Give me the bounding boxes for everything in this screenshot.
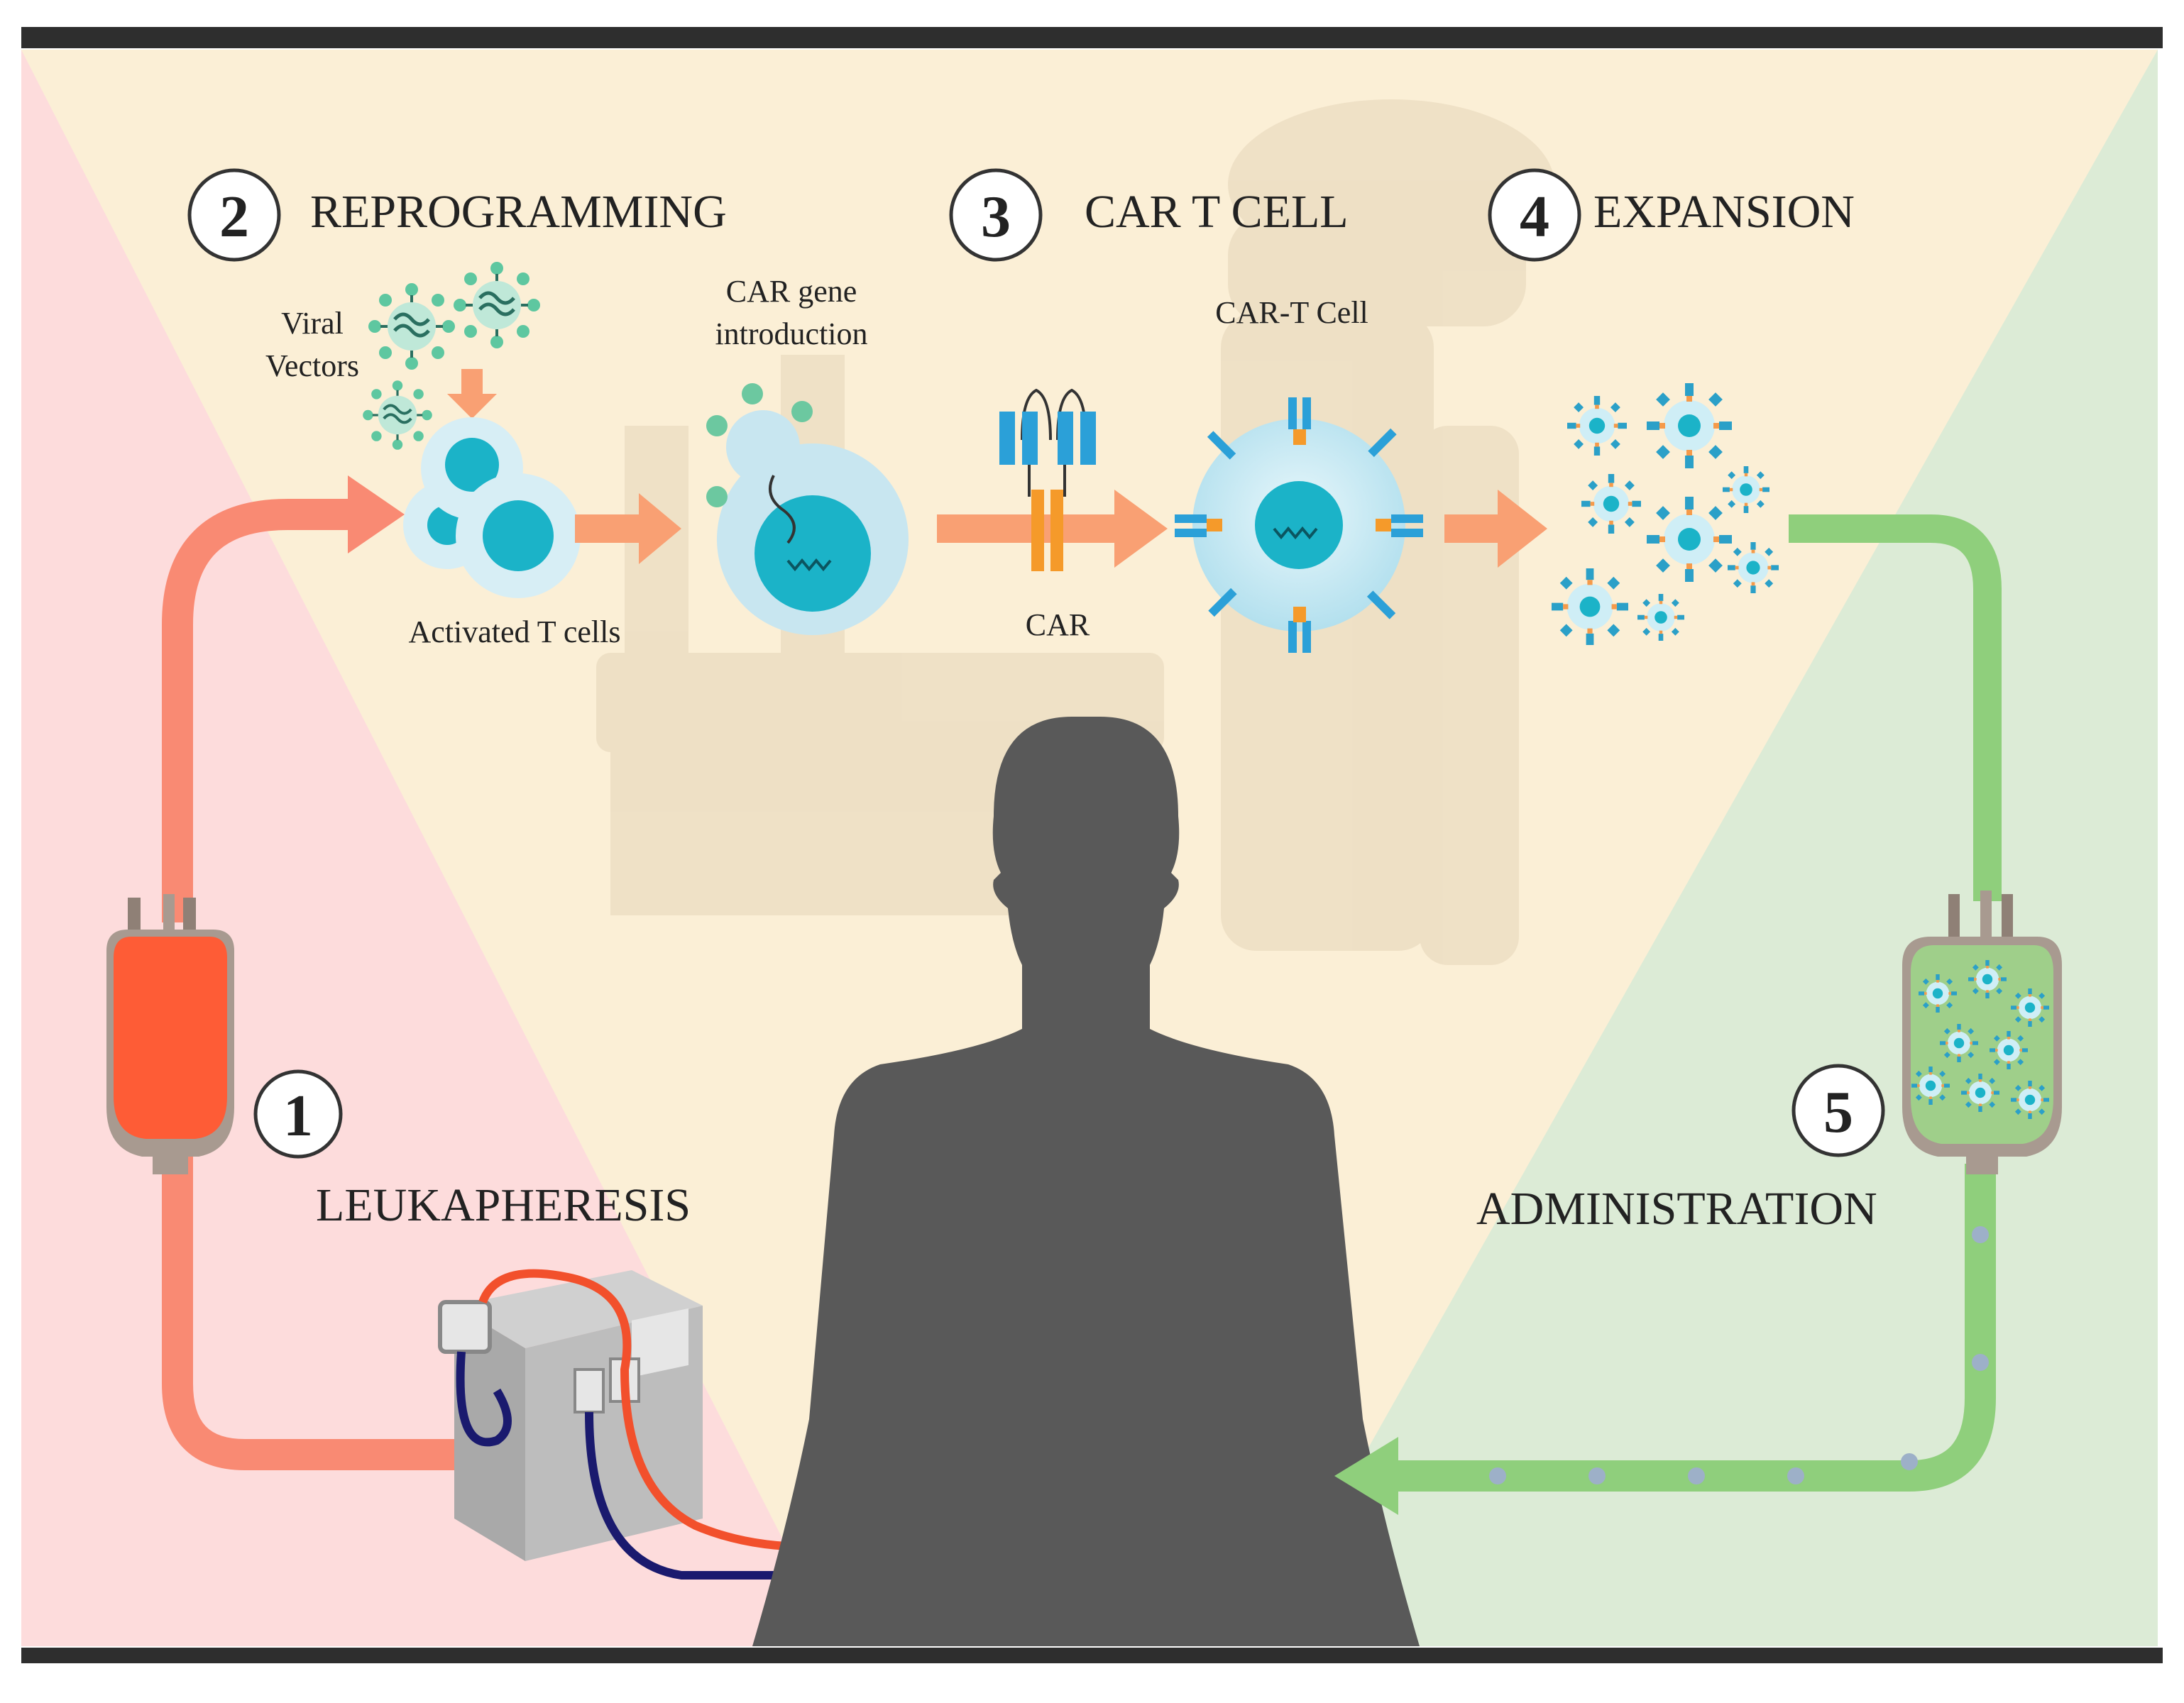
virus-icon	[368, 283, 455, 370]
leukapheresis-flow	[162, 475, 490, 1470]
step-3-number: 3	[981, 184, 1011, 250]
step-2-title: REPROGRAMMING	[310, 186, 727, 238]
car-gene-cell-icon	[706, 383, 909, 635]
viral-vectors-label-line1: Viral	[281, 306, 344, 341]
step-badge	[187, 168, 281, 262]
bottom-frame-bar	[21, 1648, 2163, 1663]
step-4-header: 4 EXPANSION	[1488, 168, 1855, 262]
green-flow-arrowhead	[1334, 1437, 1398, 1515]
administration-flow	[1334, 514, 2002, 1515]
car-t-cell-icon	[1175, 397, 1423, 653]
car-gene-label-line1: CAR gene	[726, 274, 857, 309]
step-2-header: 2 REPROGRAMMING	[187, 168, 727, 262]
viral-vectors-label-line2: Vectors	[265, 348, 359, 383]
step-badge	[1791, 1064, 1885, 1157]
apheresis-machine-icon	[438, 1269, 810, 1597]
step-4-title: EXPANSION	[1593, 186, 1855, 238]
car-label: CAR	[1026, 607, 1090, 642]
step-1-header: 1 LEUKAPHERESIS	[253, 1069, 691, 1231]
step-badge	[1488, 168, 1581, 262]
car-receptor-icon	[999, 388, 1096, 571]
step-2-number: 2	[219, 184, 249, 250]
blood-bag-icon	[106, 894, 234, 1174]
car-gene-label-line2: introduction	[715, 316, 867, 351]
step-1-number: 1	[283, 1083, 313, 1149]
step-5-title: ADMINISTRATION	[1476, 1183, 1877, 1235]
step-badge	[253, 1069, 343, 1159]
infusion-bag-icon	[1902, 891, 2062, 1174]
virus-icon	[363, 380, 432, 450]
step-3-header: 3 CAR T CELL	[949, 168, 1349, 262]
activated-t-cells-label: Activated T cells	[409, 614, 621, 649]
viral-vectors-group	[363, 262, 540, 450]
top-frame-bar	[21, 27, 2163, 48]
step-3-title: CAR T CELL	[1085, 186, 1349, 238]
orange-arrow-1	[575, 493, 681, 564]
step-5-number: 5	[1823, 1079, 1853, 1145]
orange-arrow-3	[1444, 490, 1547, 568]
step-1-title: LEUKAPHERESIS	[316, 1179, 691, 1231]
step-badge	[949, 168, 1043, 262]
virus-icon	[454, 262, 540, 348]
car-t-cell-label: CAR-T Cell	[1215, 295, 1368, 330]
t-cell-icon	[403, 417, 581, 598]
red-flow-arrowhead	[348, 475, 405, 553]
step-5-header: 5 ADMINISTRATION	[1476, 1064, 1885, 1235]
human-silhouette-icon	[752, 717, 1420, 1646]
step-4-number: 4	[1520, 184, 1549, 250]
